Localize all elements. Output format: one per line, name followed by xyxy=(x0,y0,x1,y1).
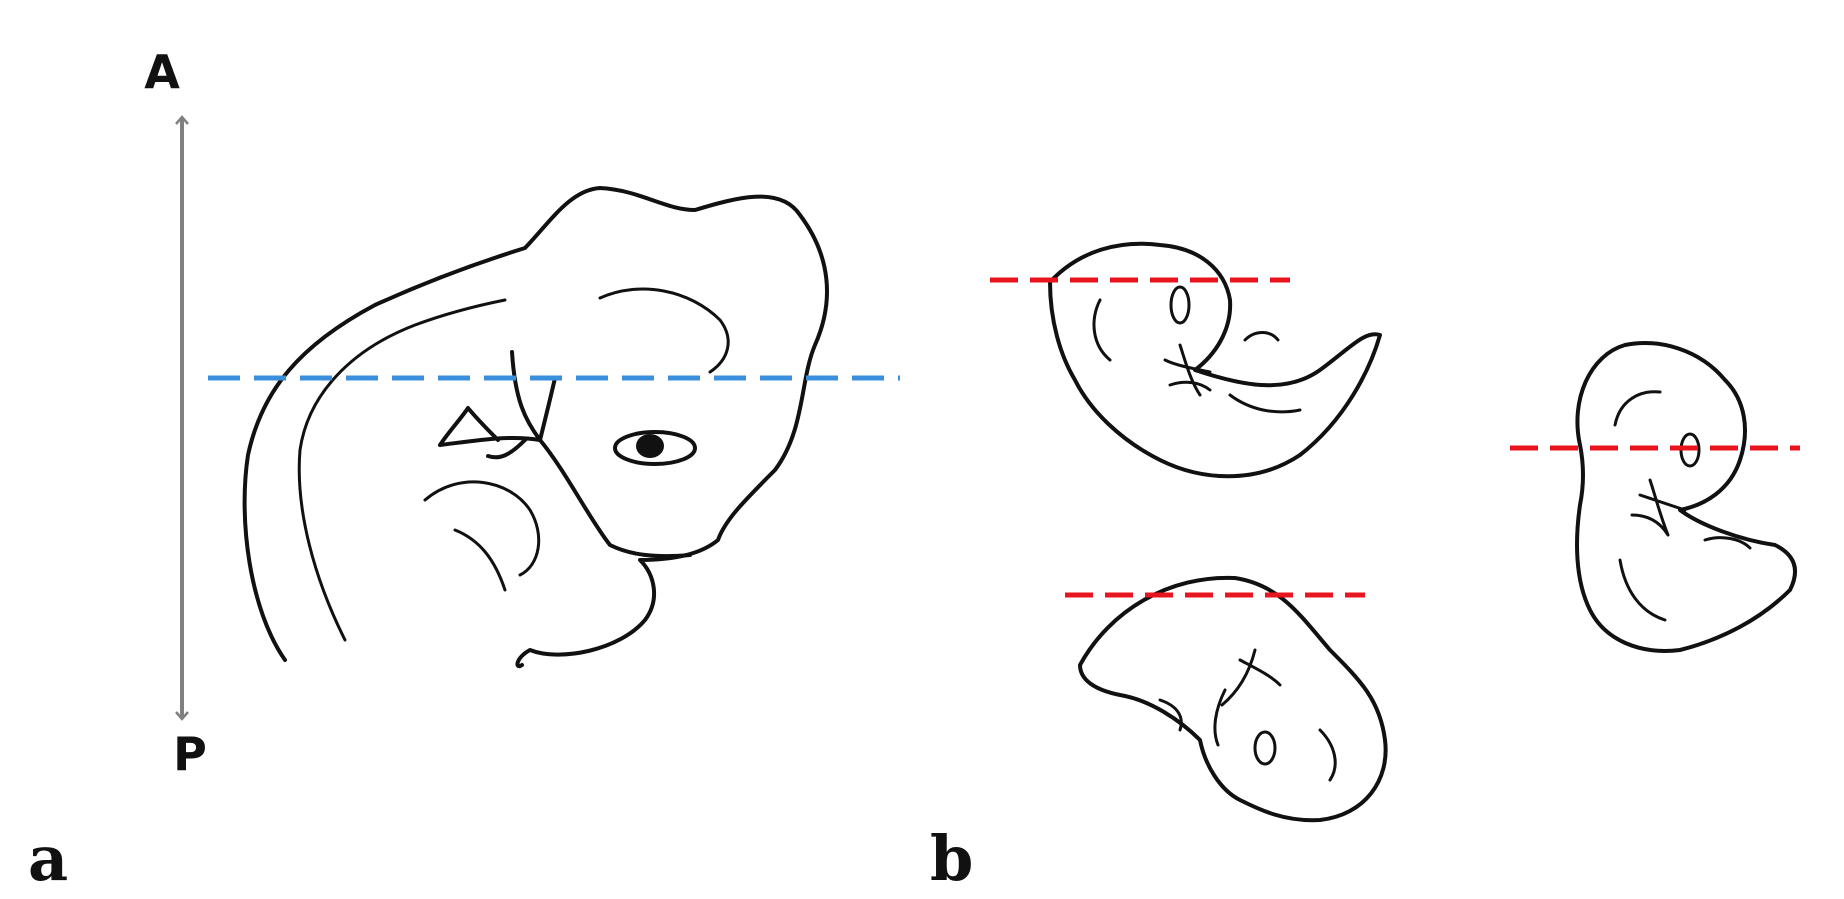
embryo-outer-contour xyxy=(242,186,829,669)
embryo-top-inner xyxy=(1228,331,1302,414)
embryo-right-arch xyxy=(1630,478,1687,537)
optic-region-line xyxy=(510,350,692,559)
posterior-label: P xyxy=(173,727,207,781)
panel-b-embryo-bottom xyxy=(1065,575,1388,823)
embryo-top-arch xyxy=(1163,343,1212,397)
eye-pupil xyxy=(636,434,664,458)
panel-b-embryo-top xyxy=(990,241,1382,479)
embryo-right-inner xyxy=(1618,536,1752,622)
embryo-top-eye xyxy=(1169,285,1191,325)
eye-outline xyxy=(613,430,697,466)
limb-bud-line xyxy=(453,528,507,592)
anterior-label: A xyxy=(144,45,180,99)
pharyngeal-arch-branch xyxy=(438,376,557,460)
hindbrain-curve xyxy=(598,287,730,374)
embryo-bottom-eye xyxy=(1253,730,1277,766)
embryo-bottom-inner xyxy=(1158,698,1337,782)
ap-axis: A P xyxy=(144,45,207,781)
embryo-top-contour xyxy=(1048,241,1382,479)
neural-tube-line xyxy=(297,298,507,642)
heart-bulge xyxy=(423,480,541,577)
panel-label-a: a xyxy=(28,822,68,895)
embryo-bottom-contour xyxy=(1078,575,1388,823)
embryo-top-brain-curve xyxy=(1092,298,1112,362)
panel-label-b: b xyxy=(930,822,973,895)
embryo-right-brain-curve xyxy=(1613,390,1662,427)
embryo-right-contour xyxy=(1575,341,1797,653)
panel-a-embryo xyxy=(208,186,900,669)
embryo-bottom-arch xyxy=(1213,648,1282,747)
panel-b-embryo-right xyxy=(1510,341,1800,653)
